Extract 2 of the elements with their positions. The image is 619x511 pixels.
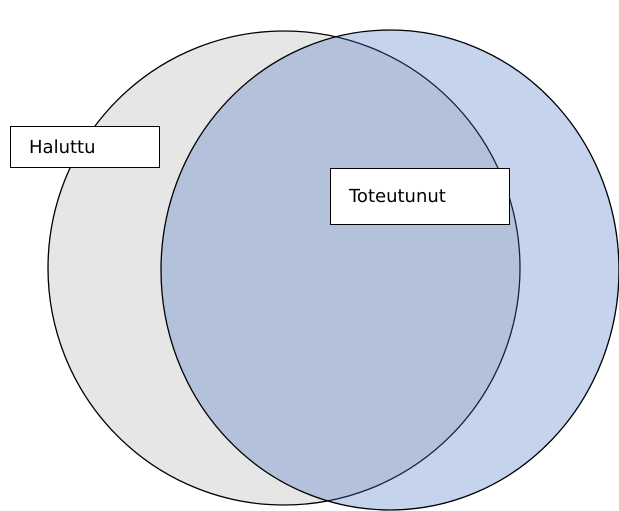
set-label: Haluttu: [10, 126, 160, 168]
set-label: Toteutunut: [330, 168, 510, 225]
